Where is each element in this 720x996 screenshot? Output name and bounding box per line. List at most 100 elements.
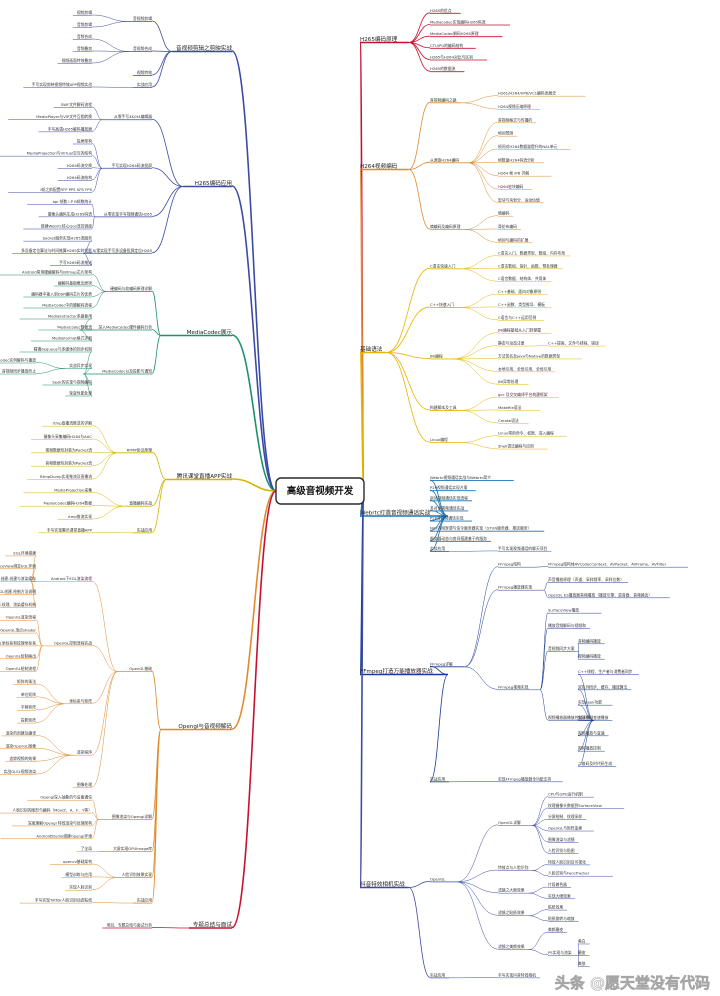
root-node[interactable]: 高级音视频开发: [275, 477, 365, 505]
node-label[interactable]: FFmpeg结构体AVCodecContext、AVPacket、AVFrame…: [548, 562, 667, 567]
node-label[interactable]: Webrtc视频通话实战与Webrtc简介: [430, 475, 491, 480]
node-label[interactable]: 磨皮: [578, 950, 586, 955]
node-label[interactable]: 音视频合成: [133, 46, 152, 51]
node-label[interactable]: Linux编程: [430, 437, 448, 442]
node-label[interactable]: FFmpeg视频实现: [498, 684, 529, 689]
node-label[interactable]: JNI异常处理: [497, 379, 518, 384]
node-label[interactable]: 直播编码实战: [129, 501, 152, 506]
node-label[interactable]: 多MediaCodec实例解码与播放: [0, 358, 36, 363]
node-label[interactable]: opencv基础架构: [63, 859, 92, 864]
node-label[interactable]: OpenGL与矩阵变换: [548, 826, 582, 831]
node-label[interactable]: 编码器中插入到DSP编码芯片的优势: [31, 292, 92, 297]
node-label[interactable]: 人脸识别效果实现: [122, 872, 153, 877]
node-label[interactable]: OpenGL基础: [129, 666, 152, 671]
node-label[interactable]: OpenGL渲染流程: [6, 615, 37, 620]
node-label[interactable]: OpenGL绘制画出: [6, 653, 37, 658]
node-label[interactable]: 音频编码播放: [578, 638, 601, 643]
branch-label[interactable]: 腾讯课堂直播APP实战: [177, 472, 233, 480]
branch-label[interactable]: Webrtc打造音视频通话实战: [360, 509, 431, 517]
node-label[interactable]: RTMP协议原理: [127, 447, 153, 452]
node-label[interactable]: EGL创建-创建与渲染缓存: [0, 576, 36, 581]
node-label[interactable]: PS实现与渲染: [548, 950, 572, 955]
node-label[interactable]: Seek的实现与视频编码: [52, 380, 92, 385]
node-label[interactable]: 实现FFmpeg播放器全功能支持: [498, 776, 551, 781]
node-label[interactable]: 贴纸旋转与缩放: [548, 916, 575, 921]
node-label[interactable]: C语言入门、数据类型、数组、内存布局: [498, 250, 565, 255]
node-label[interactable]: C语言数据、结构体、共用体: [498, 276, 546, 281]
node-label[interactable]: 宏块与块划分、运动估值: [498, 197, 540, 202]
node-label[interactable]: 人脸识别与FaceTracker: [548, 871, 590, 876]
node-label[interactable]: 大屏实现GPUImage库: [113, 846, 152, 851]
node-label[interactable]: 视频播放与变速: [578, 730, 605, 735]
node-label[interactable]: 实现seek功能: [578, 700, 602, 705]
node-label[interactable]: 人脸识别的图形与编码（Mov/Z、A、F、Y等）: [12, 808, 92, 813]
node-label[interactable]: 图像渲染与Opengl详解: [112, 814, 152, 819]
node-label[interactable]: OpenSL ES播放器音频播放（播放引擎、混音器、音频输出）: [548, 592, 652, 597]
node-label[interactable]: 滤镜之大眼效果: [498, 888, 525, 893]
node-label[interactable]: OpenGL: [430, 876, 446, 881]
node-label[interactable]: JNI编程基础从入门到掌握: [497, 328, 541, 333]
node-label[interactable]: 视频编码播放: [578, 654, 601, 659]
node-label[interactable]: 手写实现剪映视频特效APP视频实战: [32, 82, 93, 87]
node-label[interactable]: 滤镜之贴纸效果: [498, 910, 525, 915]
node-label[interactable]: 摄像头编码生成H265码流: [48, 211, 92, 216]
node-label[interactable]: Linux常用命令、权限、进入编程: [498, 431, 554, 436]
node-label[interactable]: C语言数组、指针、函数、预处理器: [498, 263, 558, 268]
branch-label[interactable]: Opengl与音视频解码: [178, 722, 232, 730]
node-label[interactable]: P2P音视频通话实现: [430, 516, 464, 521]
node-label[interactable]: 实现人脸识别: [69, 885, 92, 890]
node-label[interactable]: 手写H265码流推送: [59, 260, 92, 265]
node-label[interactable]: 模型训练与应用: [65, 872, 92, 877]
node-label[interactable]: 滤镜之美颜效果: [498, 944, 525, 949]
node-label[interactable]: 特效人脸识别及可视化: [548, 859, 586, 864]
node-label[interactable]: MediaCodec中的硬解码流程: [42, 303, 92, 308]
node-label[interactable]: 实战应用: [430, 776, 445, 781]
branch-label[interactable]: H264视频编码: [360, 162, 398, 170]
branch-label[interactable]: 音视频剪辑之剪映实战: [176, 44, 232, 52]
node-label[interactable]: 实现大眼效果: [548, 893, 571, 898]
node-label[interactable]: 了全局: [81, 846, 93, 851]
node-label[interactable]: 摄像头采集编码H264与AAC: [44, 434, 93, 439]
node-label[interactable]: 熵编码及编码原理: [430, 224, 461, 229]
node-label[interactable]: 贴纸效果: [548, 905, 563, 910]
branch-label[interactable]: 抖音特效相机实战: [360, 880, 405, 888]
node-label[interactable]: 平移矩阵: [21, 705, 36, 710]
node-label[interactable]: 双队列同步、缓存、播放算法: [578, 684, 628, 689]
node-label[interactable]: 图像处理: [77, 782, 92, 787]
branch-label[interactable]: H265编码原理: [360, 35, 398, 43]
node-label[interactable]: 静态与动态注册: [498, 341, 525, 346]
node-label[interactable]: 单位矩阵: [21, 692, 36, 697]
node-label[interactable]: OpenGL详解: [498, 820, 521, 825]
node-label[interactable]: 矩阵的乘法: [17, 679, 36, 684]
node-label[interactable]: 投屏架构: [77, 139, 92, 144]
node-label[interactable]: 特效点与人脸识别: [498, 865, 529, 870]
branch-label[interactable]: H265编码应用: [195, 179, 232, 187]
node-label[interactable]: 视频播放器播放控制详细: [548, 715, 590, 720]
node-label[interactable]: 音频剪辑: [77, 22, 92, 27]
node-label[interactable]: 帧间与编码的扩展: [498, 237, 529, 242]
node-label[interactable]: Opengl深入抽象的与设备通信: [40, 795, 92, 800]
node-label[interactable]: 音频合成: [77, 34, 92, 39]
node-label[interactable]: 音视频格式与传播的: [498, 117, 532, 122]
node-label[interactable]: 多设备定位算法与时间推算H265实时投影: [21, 248, 92, 253]
node-label[interactable]: MediaCodec编码H264数据: [43, 501, 92, 506]
node-label[interactable]: Mediacodec实现编码H265码流: [430, 20, 486, 25]
node-label[interactable]: C语言快速入门: [430, 263, 456, 268]
node-label[interactable]: 方法签名及Java与Native的数据类型: [498, 353, 560, 358]
node-label[interactable]: RtmpDump实现推流及直播流: [40, 474, 92, 479]
node-label[interactable]: H264码流结构: [67, 175, 92, 180]
node-label[interactable]: MediaExtractor多路复用: [48, 314, 92, 319]
node-label[interactable]: MediaCodec以及投影与通知: [102, 369, 152, 374]
node-label[interactable]: EGL环境搭建: [13, 550, 36, 555]
node-label[interactable]: 分屏绘制、纹理采样: [548, 814, 582, 819]
node-label[interactable]: 从零手写4K/H4编辑器: [114, 114, 152, 119]
node-label[interactable]: SWF文件解码流程: [61, 102, 92, 107]
node-label[interactable]: MediaProjection与Virtual交互的结构: [27, 151, 93, 156]
node-label[interactable]: 从零实现手写视频通话H265: [104, 211, 153, 216]
node-label[interactable]: 手写实现视频通话的聊天项目: [498, 546, 548, 551]
node-label[interactable]: 音频数据包封装为Packet流: [45, 461, 92, 466]
node-label[interactable]: 纹理摄像头数据到SurfaceView: [548, 803, 602, 808]
node-label[interactable]: SurfaceView播放: [548, 608, 579, 613]
node-label[interactable]: OpenGL绘制流程: [6, 666, 37, 671]
node-label[interactable]: rtmp直播流推送的详解: [52, 421, 92, 426]
